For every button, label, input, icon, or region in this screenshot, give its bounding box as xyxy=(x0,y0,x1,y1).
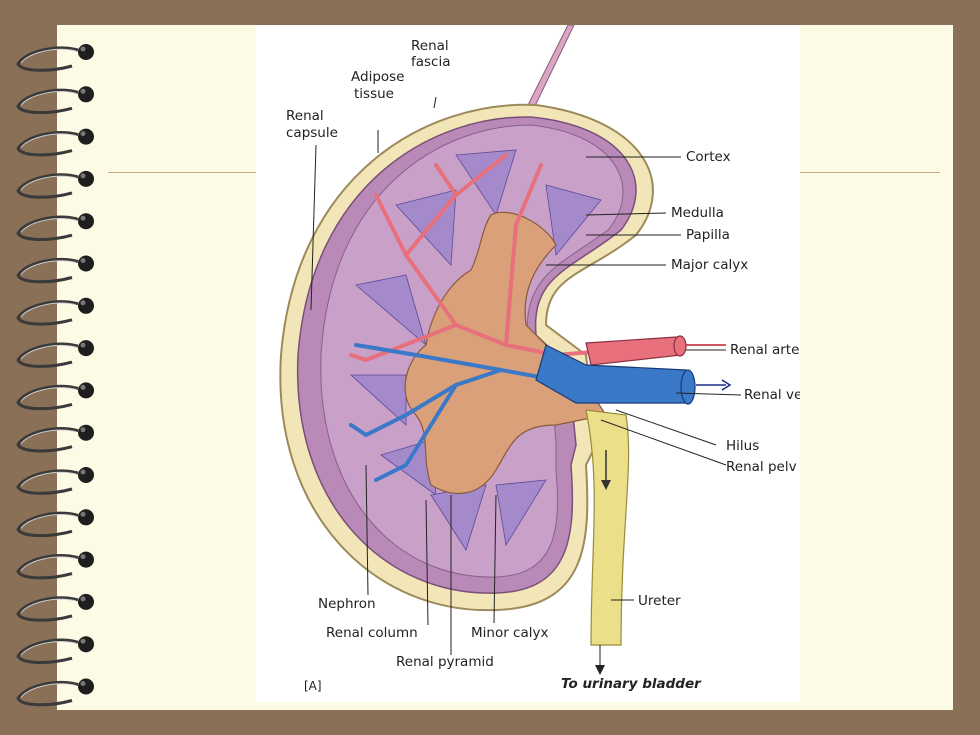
label-capsule-line1: Renal xyxy=(286,108,324,124)
label-to-urinary-bladder: To urinary bladder xyxy=(561,676,701,692)
label-cortex: Cortex xyxy=(686,149,731,165)
spiral-binding xyxy=(16,44,94,707)
binding-ring xyxy=(16,86,94,115)
label-papilla: Papilla xyxy=(686,227,730,243)
binding-ring xyxy=(16,297,94,326)
renal-artery-trunk xyxy=(585,336,682,366)
label-medulla: Medulla xyxy=(671,205,724,221)
renal-pyramids xyxy=(349,149,602,551)
binding-ring xyxy=(16,128,94,157)
kidney-illustration xyxy=(279,25,742,675)
label-nephron: Nephron xyxy=(318,596,376,612)
binding-ring xyxy=(16,255,94,284)
ureter-shape xyxy=(585,409,630,646)
label-hilus: Hilus xyxy=(726,438,760,454)
label-renal-pyramid: Renal pyramid xyxy=(396,654,494,670)
label-renal-pelvis: Renal pelv xyxy=(726,459,797,475)
label-renal-artery: Renal arte xyxy=(730,342,800,358)
label-renal-vein: Renal ve xyxy=(744,387,800,403)
label-renal-fascia-line2: fascia xyxy=(411,54,451,70)
binding-ring xyxy=(16,213,94,241)
label-adipose-line2: tissue xyxy=(354,86,394,102)
binding-ring xyxy=(16,340,94,368)
title-rule-right xyxy=(800,172,940,173)
panel-letter: [A] xyxy=(304,679,322,693)
vein-flow-arrowhead xyxy=(721,379,732,391)
title-rule-left xyxy=(108,172,256,173)
binding-ring xyxy=(16,509,94,538)
binding-ring xyxy=(16,467,94,495)
kidney-diagram: Renal fascia Adipose tissue Renal capsul… xyxy=(256,25,800,702)
vein-end xyxy=(680,369,696,405)
label-ureter: Ureter xyxy=(638,593,681,609)
label-minor-calyx: Minor calyx xyxy=(471,625,549,641)
binding-ring xyxy=(16,551,94,580)
label-adipose-line1: Adipose xyxy=(351,69,405,85)
leader-lines xyxy=(310,96,742,670)
label-capsule-line2: capsule xyxy=(286,125,338,141)
artery-end xyxy=(673,335,687,357)
ureter-flow-arrowhead xyxy=(601,480,611,490)
label-major-calyx: Major calyx xyxy=(671,257,749,273)
binding-ring xyxy=(16,382,94,411)
binding-ring xyxy=(16,424,94,453)
label-renal-fascia-line1: Renal xyxy=(411,38,449,54)
binding-ring xyxy=(16,593,94,622)
label-renal-column: Renal column xyxy=(326,625,418,641)
vein-branches xyxy=(349,343,558,482)
binding-ring xyxy=(16,44,94,72)
binding-ring xyxy=(16,170,94,199)
bladder-arrowhead xyxy=(595,665,605,675)
binding-ring xyxy=(16,678,94,707)
binding-ring xyxy=(16,636,94,664)
